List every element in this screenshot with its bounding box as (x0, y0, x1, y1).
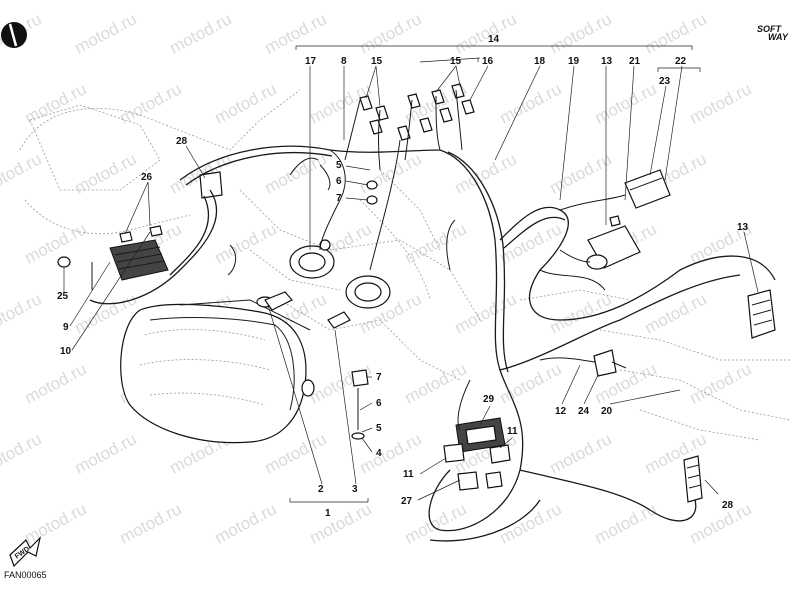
fasteners (57, 180, 378, 440)
watermark-19: motod.ru (211, 79, 279, 127)
callout-26: 26 (141, 172, 153, 183)
watermark-24: motod.ru (686, 79, 754, 127)
component-13 (586, 215, 641, 270)
callout-7a: 7 (336, 193, 342, 204)
callout-15a: 15 (371, 56, 383, 67)
forward-arrow-icon: FWD (9, 536, 42, 568)
callout-5b: 5 (376, 423, 382, 434)
watermark-41: motod.ru (0, 289, 45, 337)
watermark-46: motod.ru (451, 289, 519, 337)
callout-21: 21 (629, 56, 641, 67)
callout-27: 27 (401, 496, 413, 507)
watermark-57: motod.ru (0, 429, 45, 477)
voltage-regulator (109, 225, 169, 281)
watermark-25: motod.ru (0, 149, 45, 197)
callout-12: 12 (555, 406, 567, 417)
connector-28-lower (683, 455, 703, 503)
callout-13b: 13 (737, 222, 749, 233)
callout-15b: 15 (450, 56, 462, 67)
bulb-holders (264, 239, 391, 329)
sensor-24 (593, 349, 627, 377)
callout-3: 3 (352, 484, 358, 495)
watermark-14: motod.ru (451, 9, 519, 57)
watermark-11: motod.ru (166, 9, 234, 57)
callout-5a: 5 (336, 160, 342, 171)
watermark-61: motod.ru (356, 429, 424, 477)
connector-28-upper (199, 171, 223, 199)
watermark-56: motod.ru (686, 359, 754, 407)
callout-18: 18 (534, 56, 546, 67)
watermark-72: motod.ru (686, 499, 754, 547)
relay-holder-29 (443, 417, 511, 491)
callout-2: 2 (318, 484, 324, 495)
watermark-33: motod.ru (21, 219, 89, 267)
callout-19: 19 (568, 56, 580, 67)
callout-10: 10 (60, 346, 72, 357)
manufacturer-logo (1, 22, 27, 48)
watermark-66: motod.ru (116, 499, 184, 547)
callout-9: 9 (63, 322, 69, 333)
bracket-22 (657, 67, 701, 72)
callout-6a: 6 (336, 176, 342, 187)
watermark-67: motod.ru (211, 499, 279, 547)
watermark-70: motod.ru (496, 499, 564, 547)
callout-23: 23 (659, 76, 671, 87)
watermark-16: motod.ru (641, 9, 709, 57)
watermark-17: motod.ru (21, 79, 89, 127)
watermark-35: motod.ru (211, 219, 279, 267)
callout-28a: 28 (176, 136, 188, 147)
watermark-12: motod.ru (261, 9, 329, 57)
callout-4: 4 (376, 448, 382, 459)
brand-line2: WAY (768, 32, 789, 42)
callout-22: 22 (675, 56, 687, 67)
watermark-48: motod.ru (641, 289, 709, 337)
callout-16: 16 (482, 56, 494, 67)
brand-line1: SOFT (757, 24, 783, 34)
wiring-harness (89, 89, 776, 542)
callout-28b: 28 (722, 500, 734, 511)
watermark-layer: motod.ru motod.ru motod.ru motod.ru motod.ru… (0, 9, 755, 547)
watermark-71: motod.ru (591, 499, 659, 547)
callout-17: 17 (305, 56, 317, 67)
bracket-14 (295, 45, 693, 50)
callout-25: 25 (57, 291, 69, 302)
bracket-1 (289, 498, 369, 503)
callout-11a: 11 (507, 426, 518, 437)
callout-13a: 13 (601, 56, 613, 67)
watermark-63: motod.ru (546, 429, 614, 477)
connector-13-right (747, 289, 776, 339)
watermark-58: motod.ru (71, 429, 139, 477)
watermark-22: motod.ru (496, 79, 564, 127)
watermark-31: motod.ru (546, 149, 614, 197)
watermark-37: motod.ru (401, 219, 469, 267)
watermark-15: motod.ru (546, 9, 614, 57)
watermark-10: motod.ru (71, 9, 139, 57)
watermark-28: motod.ru (261, 149, 329, 197)
leader-lines (63, 57, 759, 501)
callout-24: 24 (578, 406, 590, 417)
callout-20: 20 (601, 406, 613, 417)
callout-6b: 6 (376, 398, 382, 409)
callout-1: 1 (325, 508, 331, 519)
watermark-13: motod.ru (356, 9, 424, 57)
watermark-23: motod.ru (591, 79, 659, 127)
frame-outline (19, 89, 791, 441)
callout-11b: 11 (403, 469, 414, 480)
watermark-49: motod.ru (21, 359, 89, 407)
watermark-68: motod.ru (306, 499, 374, 547)
callout-29: 29 (483, 394, 495, 405)
callout-14: 14 (488, 34, 500, 45)
callout-7b: 7 (376, 372, 382, 383)
relay-23 (624, 169, 671, 209)
callout-labels: 14 17 8 15 15 16 18 19 13 21 22 23 28 26… (57, 34, 749, 519)
callout-8: 8 (341, 56, 347, 67)
watermark-53: motod.ru (401, 359, 469, 407)
watermark-65: motod.ru (21, 499, 89, 547)
figure-code: FAN00065 (4, 570, 47, 580)
headlight-assembly (120, 296, 315, 444)
